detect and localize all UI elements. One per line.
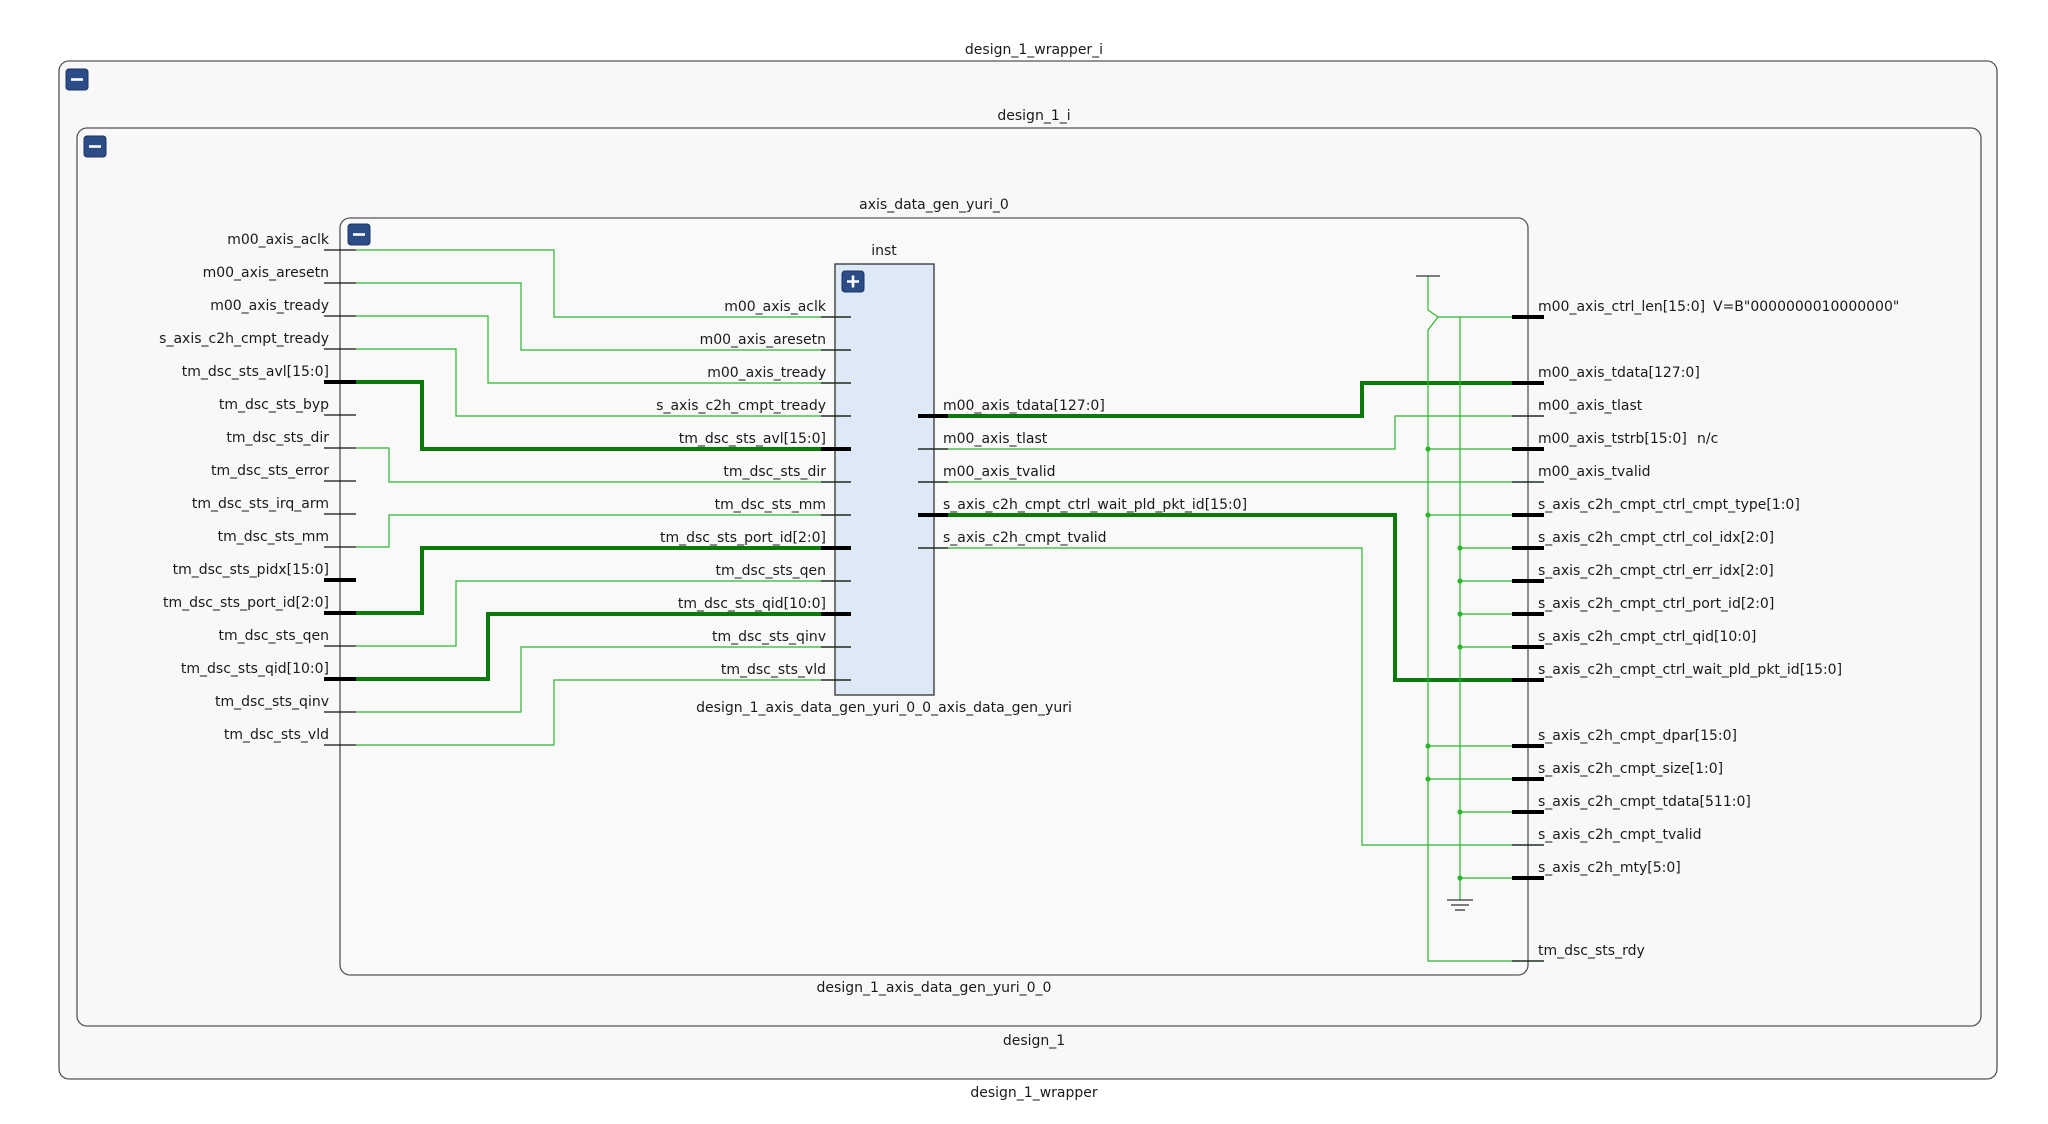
plus-icon <box>847 275 859 288</box>
inst-left-port-label: m00_axis_tready <box>707 365 826 381</box>
wire-m00-axis-tdata <box>918 381 1544 418</box>
inst-left-port-label: tm_dsc_sts_avl[15:0] <box>679 431 826 447</box>
ip-right-port-label: s_axis_c2h_cmpt_size[1:0] <box>1538 761 1723 777</box>
wire-layer <box>356 249 1544 962</box>
collapse-ip-button[interactable]: minus <box>347 223 371 246</box>
wrapper-instance-label: design_1_wrapper_i <box>965 42 1103 58</box>
ip-left-port-label: tm_dsc_sts_port_id[2:0] <box>163 595 329 611</box>
inst-left-port-label: m00_axis_aresetn <box>700 332 826 348</box>
inst-left-port-label: tm_dsc_sts_qid[10:0] <box>678 596 826 612</box>
wire-gnd-branches <box>1460 547 1544 879</box>
ip-left-port-label: tm_dsc_sts_irq_arm <box>192 496 329 512</box>
ip-left-port-label: tm_dsc_sts_qid[10:0] <box>181 661 329 677</box>
wire-s-axis-c2h-cmpt-tready <box>356 348 851 417</box>
tstrb-no-connect-annotation: n/c <box>1697 431 1718 447</box>
ip-right-port-label: m00_axis_tvalid <box>1538 464 1651 480</box>
inst-right-port-label: m00_axis_tlast <box>943 431 1048 447</box>
design-module-label: design_1 <box>1003 1033 1065 1049</box>
gnd-symbol <box>1447 899 1473 911</box>
ip-right-port-label: s_axis_c2h_cmpt_ctrl_err_idx[2:0] <box>1538 563 1774 579</box>
inst-block[interactable] <box>834 263 935 696</box>
ip-left-port-label: tm_dsc_sts_byp <box>219 397 329 413</box>
ip-right-port-label: s_axis_c2h_cmpt_ctrl_qid[10:0] <box>1538 629 1756 645</box>
design-instance-label: design_1_i <box>997 108 1070 124</box>
inst-left-port-label: tm_dsc_sts_vld <box>721 662 826 678</box>
wire-m00-axis-aresetn <box>356 282 851 351</box>
ip-left-port-label: tm_dsc_sts_pidx[15:0] <box>173 562 329 578</box>
wire-tm-dsc-sts-qen <box>356 580 851 647</box>
wire-m00-axis-tlast <box>918 415 1544 450</box>
ip-left-port-label: tm_dsc_sts_qinv <box>215 694 329 710</box>
expand-inst-button[interactable]: plus <box>841 270 865 293</box>
ip-left-port-label: tm_dsc_sts_qen <box>219 628 329 644</box>
inst-left-port-label: s_axis_c2h_cmpt_tready <box>656 398 826 414</box>
inst-instance-label: inst <box>871 243 897 259</box>
inst-left-port-label: tm_dsc_sts_qinv <box>712 629 826 645</box>
ip-right-port-label: s_axis_c2h_cmpt_tdata[511:0] <box>1538 794 1751 810</box>
inst-right-port-label: m00_axis_tvalid <box>943 464 1056 480</box>
ip-right-port-label: s_axis_c2h_mty[5:0] <box>1538 860 1681 876</box>
wire-tm-dsc-sts-vld <box>356 679 851 746</box>
wire-vcc-ctrl-len <box>1427 276 1544 318</box>
wire-tm-dsc-sts-qid <box>356 612 851 681</box>
ip-right-port-label: tm_dsc_sts_rdy <box>1538 943 1645 959</box>
wire-m00-axis-tready <box>356 315 851 384</box>
ip-right-port-label: m00_axis_ctrl_len[15:0] <box>1538 299 1705 315</box>
ip-right-port-label: m00_axis_tdata[127:0] <box>1538 365 1700 381</box>
ip-right-port-label: s_axis_c2h_cmpt_ctrl_cmpt_type[1:0] <box>1538 497 1800 513</box>
wire-vcc-branches <box>1428 448 1544 780</box>
ip-right-port-label: m00_axis_tlast <box>1538 398 1643 414</box>
collapse-wrapper-button[interactable]: minus <box>65 68 89 91</box>
ctrl-len-constant-annotation: V=B"0000000010000000" <box>1713 299 1899 315</box>
ip-right-port-label: s_axis_c2h_cmpt_ctrl_col_idx[2:0] <box>1538 530 1774 546</box>
wire-s-axis-c2h-cmpt-tvalid <box>918 547 1544 846</box>
inst-left-ports: m00_axis_aclk m00_axis_aresetn m00_axis_… <box>656 299 851 681</box>
inst-left-port-label: tm_dsc_sts_qen <box>716 563 826 579</box>
ip-left-port-label: s_axis_c2h_cmpt_tready <box>159 331 329 347</box>
ip-right-port-label: s_axis_c2h_cmpt_tvalid <box>1538 827 1702 843</box>
wire-m00-axis-aclk <box>356 249 851 318</box>
ip-left-port-label: tm_dsc_sts_vld <box>224 727 329 743</box>
junction-dots <box>1425 446 1463 881</box>
inst-right-port-label: s_axis_c2h_cmpt_tvalid <box>943 530 1107 546</box>
inst-left-port-label: tm_dsc_sts_dir <box>723 464 826 480</box>
wire-tm-dsc-sts-dir <box>356 447 851 483</box>
wire-tm-dsc-sts-qinv <box>356 646 851 713</box>
ip-right-port-label: m00_axis_tstrb[15:0] <box>1538 431 1687 447</box>
inst-right-port-label: s_axis_c2h_cmpt_ctrl_wait_pld_pkt_id[15:… <box>943 497 1247 513</box>
ip-left-port-label: tm_dsc_sts_avl[15:0] <box>182 364 329 380</box>
ip-left-port-label: m00_axis_aresetn <box>203 265 329 281</box>
ip-left-port-label: tm_dsc_sts_error <box>211 463 329 479</box>
wire-tm-dsc-sts-avl <box>356 380 851 451</box>
wrapper-module-label: design_1_wrapper <box>970 1085 1098 1101</box>
inst-left-port-label: tm_dsc_sts_port_id[2:0] <box>660 530 826 546</box>
inst-right-ports: m00_axis_tdata[127:0] m00_axis_tlast m00… <box>918 398 1247 549</box>
ip-right-ports: m00_axis_ctrl_len[15:0] m00_axis_tdata[1… <box>1512 299 1842 962</box>
ip-left-ports: m00_axis_aclk m00_axis_aresetn m00_axis_… <box>159 232 356 746</box>
ip-left-port-label: m00_axis_tready <box>210 298 329 314</box>
ip-module-label: design_1_axis_data_gen_yuri_0_0 <box>817 980 1052 996</box>
wire-tm-dsc-sts-port-id <box>356 546 851 615</box>
inst-left-port-label: tm_dsc_sts_mm <box>715 497 826 513</box>
ip-right-port-label: s_axis_c2h_cmpt_ctrl_port_id[2:0] <box>1538 596 1774 612</box>
inst-module-label: design_1_axis_data_gen_yuri_0_0_axis_dat… <box>696 700 1072 716</box>
wire-s-axis-c2h-cmpt-ctrl-wait-pld-pkt-id <box>918 513 1544 682</box>
ip-left-port-label: tm_dsc_sts_dir <box>226 430 329 446</box>
ip-right-port-label: s_axis_c2h_cmpt_ctrl_wait_pld_pkt_id[15:… <box>1538 662 1842 678</box>
collapse-design-button[interactable]: minus <box>83 135 107 158</box>
inst-left-port-label: m00_axis_aclk <box>724 299 827 315</box>
wire-vcc-trunk <box>1427 316 1544 962</box>
ip-left-port-label: tm_dsc_sts_mm <box>218 529 329 545</box>
ip-right-port-label: s_axis_c2h_cmpt_dpar[15:0] <box>1538 728 1737 744</box>
ip-left-port-label: m00_axis_aclk <box>227 232 330 248</box>
wire-tm-dsc-sts-mm <box>356 514 851 548</box>
inst-right-port-label: m00_axis_tdata[127:0] <box>943 398 1105 414</box>
ip-instance-label: axis_data_gen_yuri_0 <box>859 197 1009 213</box>
